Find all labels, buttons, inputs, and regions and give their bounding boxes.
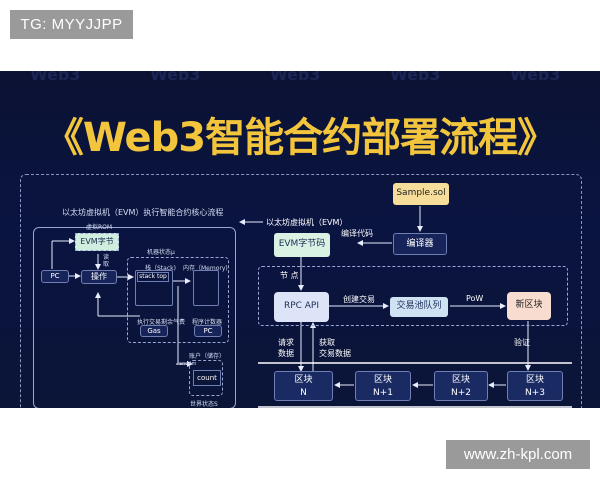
gas-box: Gas [140,325,168,337]
connectors [51,206,572,408]
request-data-label: 请求 数据 [278,338,294,358]
diagram-panel: Web3 Web3 Web3 Web3 Web3 《Web3智能合约部署流程》 [0,71,600,408]
banner-watermark: Web3 [390,71,441,84]
bytecode-box: EVM字节 [75,233,119,251]
page-title: 《Web3智能合约部署流程》 [43,115,557,161]
memory-label: 内存（Memory) [183,265,228,272]
random-label: random [177,361,197,367]
stack-label: 栈（Stack) [145,265,176,272]
tg-label: TG: MYYJJPP [10,10,133,39]
gas-label: 执行交易剩余气费 [137,319,186,326]
block-label: 区块 [525,375,544,385]
account-label: 账户（储存） [189,353,226,360]
banner-watermark: Web3 [510,71,561,84]
sample-sol: Sample.sol [393,183,449,205]
block-index: N+2 [451,388,471,398]
block-label: 区块 [294,375,313,385]
new-block-box: 新区块 [507,292,551,320]
pow-label: PoW [466,294,484,303]
rpc-api-box: RPC API [274,292,329,322]
stack-top: stack top [137,272,169,282]
banner-watermark: Web3 [150,71,201,84]
block-index: N+1 [373,388,393,398]
compile-code-label: 编译代码 [341,229,373,238]
block-n3: 区块 N+3 [507,371,563,401]
evm-panel [33,227,236,408]
pc2-box: PC [194,325,222,337]
block-label: 区块 [451,375,470,385]
memory-box [193,270,219,306]
block-n: 区块 N [274,371,333,401]
pc-counter-label: 程序计数器 [192,319,223,326]
evm-panel-title: 以太坊虚拟机（EVM）执行智能合约核心流程 [62,208,224,217]
compiler-box: 编译器 [393,233,447,255]
site-label: www.zh-kpl.com [446,440,590,469]
op-box: 操作 [81,270,117,284]
block-index: N [300,388,307,398]
machine-state-box [127,257,229,343]
get-tx-data-label: 获取 交易数据 [319,338,351,358]
create-tx-label: 创建交易 [343,295,375,304]
account-box [189,360,223,396]
evm-label: 以太坊虚拟机（EVM） [266,218,348,227]
node-label: 节 点 [280,271,299,280]
block-label: 区块 [373,375,392,385]
evm-bytecode-box: EVM字节码 [274,233,330,257]
world-state-label: 世界状态S [190,401,218,408]
rom-label: 虚拟ROM [86,224,113,231]
count-box: count [193,370,221,386]
verify-label: 验证 [514,338,530,347]
node-box [258,266,568,326]
banner-watermark: Web3 [30,71,81,84]
stack-box [135,270,173,306]
block-n2: 区块 N+2 [434,371,488,401]
machine-state-label: 机器状态μ [147,249,175,256]
read-label: 读 取 [103,254,110,268]
pc-box: PC [41,270,69,283]
block-n1: 区块 N+1 [355,371,411,401]
banner-watermark: Web3 [270,71,321,84]
block-index: N+3 [525,388,545,398]
diagram-frame [20,174,582,408]
tx-pool-box: 交易池队列 [390,297,448,317]
